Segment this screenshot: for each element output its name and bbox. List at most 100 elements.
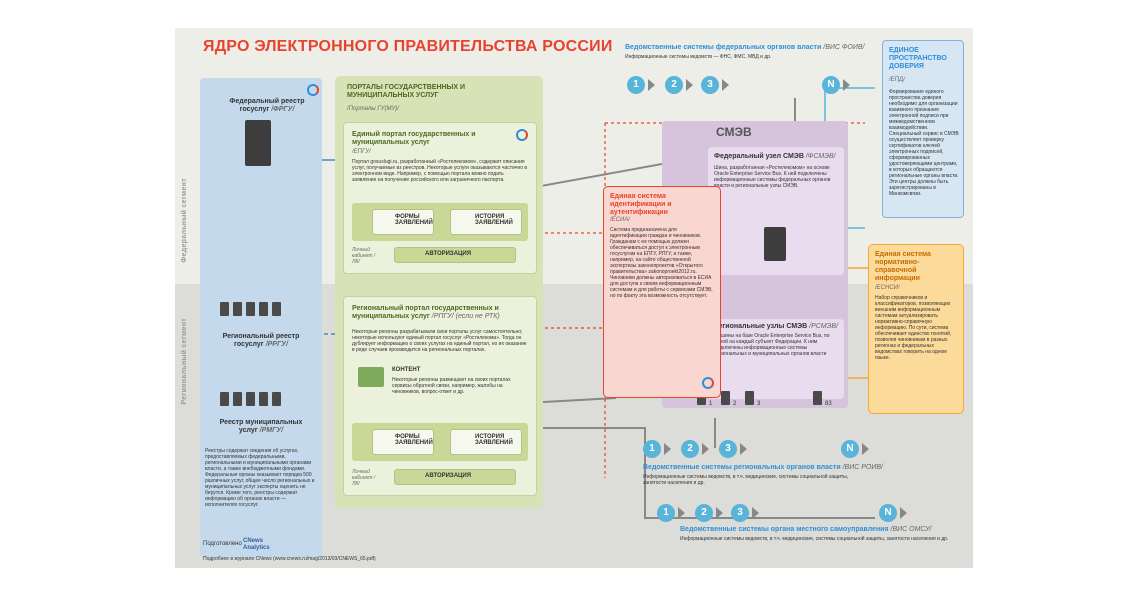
frgu-title: Федеральный реестр госуслуг /ФРГУ/ (217, 98, 317, 114)
rpgu-auth-button[interactable]: АВТОРИЗАЦИЯ (394, 469, 516, 485)
server-icon (272, 302, 281, 316)
infographic-poster: Федеральный сегмент Региональный сегмент… (175, 28, 973, 568)
arrow-icon (862, 443, 869, 455)
rostelecom-logo-icon (702, 377, 714, 389)
omsu-node-n[interactable]: N (879, 504, 897, 522)
content-icon (358, 367, 384, 387)
epd-abbr: /ЕПД/ (889, 77, 905, 83)
rrgu-name: Региональный реестр госуслуг (222, 333, 300, 348)
server-icon (697, 391, 706, 405)
rpgu-history-button[interactable]: ИСТОРИЯ ЗАЯВЛЕНИЙ (450, 429, 522, 455)
ensi-title: Единая система нормативно-справочной инф… (875, 251, 931, 282)
portals-title: ПОРТАЛЫ ГОСУДАРСТВЕННЫХ И МУНИЦИПАЛЬНЫХ … (347, 84, 466, 99)
rrgu-servers (220, 298, 300, 320)
rsmev-node-2: 2 (733, 401, 737, 407)
esia-text: Система предназначена для идентификации … (610, 227, 713, 299)
rsmev-node-83: 83 (825, 401, 832, 407)
frgu-server-icon (245, 120, 271, 166)
epgu-forms-button[interactable]: ФОРМЫ ЗАЯВЛЕНИЙ (372, 209, 434, 235)
omsu-node-1[interactable]: 1 (657, 504, 675, 522)
epd-text: Формирование единого пространства довери… (889, 89, 959, 197)
server-icon (745, 391, 754, 405)
rpgu-forms-button[interactable]: ФОРМЫ ЗАЯВЛЕНИЙ (372, 429, 434, 455)
epd-card: ЕДИНОЕ ПРОСТРАНСТВО ДОВЕРИЯ /ЕПД/ Формир… (882, 40, 964, 218)
credits-brand: CNews Analytics (243, 538, 270, 551)
rmgu-title: Реестр муниципальных услуг /РМГУ/ (212, 419, 310, 435)
esia-card: Единая система идентификации и аутентифи… (603, 186, 721, 398)
credits-more: Подробнее в журнале CNews (www.cnews.ru/… (203, 556, 376, 562)
foiv-node-3[interactable]: 3 (701, 76, 719, 94)
rsmev-text: 83 шины на базе Oracle Enterprise Servic… (714, 333, 830, 357)
epd-title: ЕДИНОЕ ПРОСТРАНСТВО ДОВЕРИЯ (889, 47, 947, 70)
portals-abbr: /Порталы ГУ(МУ)/ (347, 106, 399, 112)
epgu-text: Портал gosuslugi.ru, разработанный «Рост… (352, 159, 528, 183)
server-icon (220, 392, 229, 406)
vis-omsu-title: Ведомственные системы органа местного са… (680, 526, 932, 533)
foiv-node-n[interactable]: N (822, 76, 840, 94)
ensi-text: Набор справочников и классификаторов, по… (875, 295, 952, 361)
rmgu-name: Реестр муниципальных услуг (219, 419, 303, 434)
server-icon (272, 392, 281, 406)
fsmev-card: Федеральный узел СМЭВ /ФСМЭВ/ Шина, разр… (708, 147, 844, 275)
roiv-node-2[interactable]: 2 (681, 440, 699, 458)
roiv-node-n[interactable]: N (841, 440, 859, 458)
registries-note: Реестры содержат сведения об услугах, пр… (205, 448, 315, 508)
arrow-icon (722, 79, 729, 91)
arrow-icon (900, 507, 907, 519)
epgu-abbr: /ЕПГУ/ (352, 149, 371, 155)
vis-roiv-text: Информационные системы ведомств, в т.ч. … (643, 474, 849, 486)
rsmev-node-1: 1 (709, 401, 713, 407)
arrow-icon (664, 443, 671, 455)
frgu-abbr: /ФРГУ/ (271, 106, 295, 113)
esia-title: Единая система идентификации и аутентифи… (610, 193, 672, 216)
epgu-services-area: ФОРМЫ ЗАЯВЛЕНИЙ ИСТОРИЯ ЗАЯВЛЕНИЙ (352, 203, 528, 241)
vis-foiv-text: Информационные системы ведомств — ФНС, Ф… (625, 54, 772, 60)
foiv-node-1[interactable]: 1 (627, 76, 645, 94)
rpgu-card: Региональный портал государственных и му… (343, 296, 537, 496)
roiv-node-1[interactable]: 1 (643, 440, 661, 458)
arrow-icon (648, 79, 655, 91)
page-title: ЯДРО ЭЛЕКТРОННОГО ПРАВИТЕЛЬСТВА РОССИИ (203, 38, 613, 55)
foiv-node-2[interactable]: 2 (665, 76, 683, 94)
epgu-history-button[interactable]: ИСТОРИЯ ЗАЯВЛЕНИЙ (450, 209, 522, 235)
rpgu-cabinet-label: Личный кабинет /ЛК/ (352, 469, 376, 487)
rsmev-nodes: 1 2 3 83 (695, 391, 845, 411)
arrow-icon (716, 507, 723, 519)
esia-abbr: /ЕСИА/ (610, 217, 630, 223)
arrow-icon (843, 79, 850, 91)
epgu-card: Единый портал государственных и муниципа… (343, 122, 537, 274)
ensi-card: Единая система нормативно-справочной инф… (868, 244, 964, 414)
smev-title: СМЭВ (716, 125, 752, 139)
rsmev-node-3: 3 (757, 401, 761, 407)
server-icon (246, 302, 255, 316)
rpgu-text: Некоторые регионы разрабатывали свои пор… (352, 329, 527, 353)
server-icon (233, 392, 242, 406)
rmgu-abbr: /РМГУ/ (259, 427, 284, 434)
omsu-node-2[interactable]: 2 (695, 504, 713, 522)
ensi-abbr: /ЕСНСИ/ (875, 285, 900, 291)
rsmev-title: Региональные узлы СМЭВ /РСМЭВ/ (714, 323, 839, 330)
rrgu-title: Региональный реестр госуслуг /РРГУ/ (212, 333, 310, 349)
vis-foiv-title: Ведомственные системы федеральных органо… (625, 44, 865, 51)
rostelecom-logo-icon (516, 129, 528, 141)
rmgu-servers (220, 388, 300, 410)
frgu-name: Федеральный реестр госуслуг (229, 98, 305, 113)
vis-roiv-title: Ведомственные системы региональных орган… (643, 464, 883, 471)
vis-omsu-text: Информационные системы ведомств, в т.ч. … (680, 536, 949, 542)
rsmev-card: Региональные узлы СМЭВ /РСМЭВ/ 83 шины н… (708, 319, 844, 399)
rrgu-abbr: /РРГУ/ (265, 341, 288, 348)
credits-prepared: Подготовлено (203, 541, 242, 547)
server-icon (721, 391, 730, 405)
credits-link[interactable]: (www.cnews.ru/mag/2013/03/CNEWS_65.pdf) (273, 556, 376, 562)
epgu-title: Единый портал государственных и муниципа… (352, 131, 476, 146)
arrow-icon (686, 79, 693, 91)
epgu-auth-button[interactable]: АВТОРИЗАЦИЯ (394, 247, 516, 263)
fsmev-title: Федеральный узел СМЭВ /ФСМЭВ/ (714, 153, 836, 160)
server-icon (259, 392, 268, 406)
arrow-icon (678, 507, 685, 519)
epgu-cabinet-label: Личный кабинет /ЛК/ (352, 247, 376, 265)
rpgu-content-text: Некоторые регионы размещают на своих пор… (392, 377, 511, 395)
omsu-node-3[interactable]: 3 (731, 504, 749, 522)
roiv-node-3[interactable]: 3 (719, 440, 737, 458)
rpgu-content-label: КОНТЕНТ (392, 367, 421, 373)
